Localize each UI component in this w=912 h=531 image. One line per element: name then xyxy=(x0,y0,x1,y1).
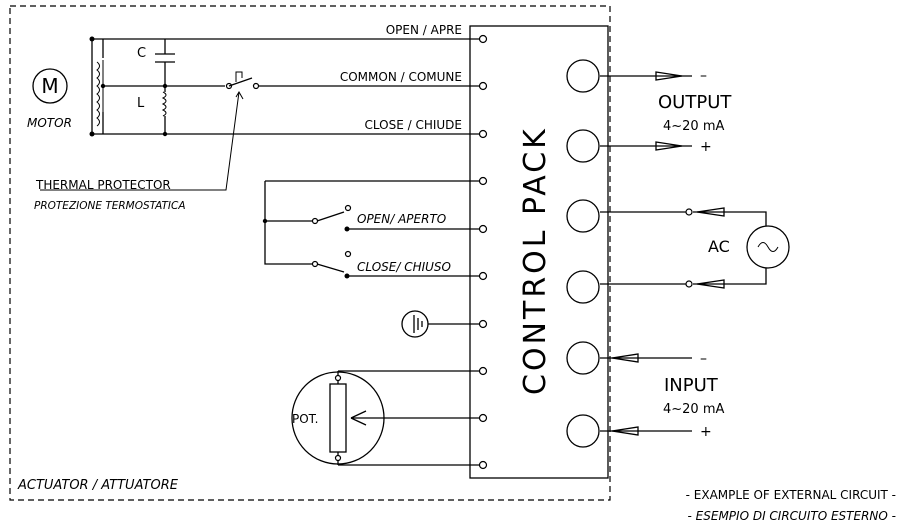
close-label: CLOSE / CHIUDE xyxy=(365,118,463,132)
common-label: COMMON / COMUNE xyxy=(340,70,462,84)
potentiometer: POT. xyxy=(291,370,480,466)
terminal-strip-left xyxy=(478,34,488,470)
input-circuit: – + INPUT 4~20 mA xyxy=(600,351,725,440)
terminal-3 xyxy=(478,129,488,139)
terminal-7 xyxy=(478,319,488,329)
screw-terminal-3 xyxy=(566,199,600,233)
example-note-en: - EXAMPLE OF EXTERNAL CIRCUIT - xyxy=(686,488,896,502)
output-range: 4~20 mA xyxy=(663,119,725,134)
thermal-label-en: THERMAL PROTECTOR xyxy=(35,178,171,192)
input-range: 4~20 mA xyxy=(663,402,725,417)
output-label: OUTPUT xyxy=(658,92,732,113)
output-circuit: – + OUTPUT 4~20 mA xyxy=(600,68,732,155)
motor-circle xyxy=(32,68,68,104)
motor-letter: M xyxy=(41,74,58,98)
terminal-6 xyxy=(478,271,488,281)
limit-switches xyxy=(262,180,480,279)
terminal-5 xyxy=(478,224,488,234)
screw-terminal-4 xyxy=(566,270,600,304)
limit-open-label: OPEN/ APERTO xyxy=(357,212,446,226)
capacitor-label: C xyxy=(137,46,146,61)
example-note-it: - ESEMPIO DI CIRCUITO ESTERNO - xyxy=(688,509,896,523)
ac-source: AC xyxy=(600,207,790,289)
output-minus: – xyxy=(700,68,707,84)
input-minus: – xyxy=(700,351,707,367)
thermal-protector xyxy=(40,71,480,191)
screw-terminal-5 xyxy=(566,341,600,375)
limit-close-label: CLOSE/ CHIUSO xyxy=(357,260,451,274)
inductor-label: L xyxy=(137,96,145,111)
output-plus: + xyxy=(700,139,712,155)
ground-icon xyxy=(401,310,480,338)
screw-terminal-2 xyxy=(566,129,600,163)
actuator-boundary xyxy=(9,5,611,501)
ac-label: AC xyxy=(708,237,730,256)
input-plus: + xyxy=(700,424,712,440)
terminal-8 xyxy=(478,366,488,376)
actuator-label: ACTUATOR / ATTUATORE xyxy=(17,478,179,493)
input-label: INPUT xyxy=(664,375,719,396)
thermal-label-it: PROTEZIONE TERMOSTATICA xyxy=(34,200,186,212)
open-label: OPEN / APRE xyxy=(386,23,462,37)
pot-label: POT. xyxy=(292,412,318,426)
control-pack-label: CONTROL PACK xyxy=(518,126,553,395)
terminal-2 xyxy=(478,81,488,91)
terminal-10 xyxy=(478,460,488,470)
motor-label: MOTOR xyxy=(27,116,72,130)
screw-terminal-6 xyxy=(566,414,600,448)
terminal-4 xyxy=(478,176,488,186)
terminal-1 xyxy=(478,34,488,44)
terminal-9 xyxy=(478,413,488,423)
terminal-strip-right xyxy=(566,59,600,448)
control-pack-box xyxy=(469,25,609,479)
screw-terminal-1 xyxy=(566,59,600,93)
capacitor-inductor: C L xyxy=(137,39,175,137)
